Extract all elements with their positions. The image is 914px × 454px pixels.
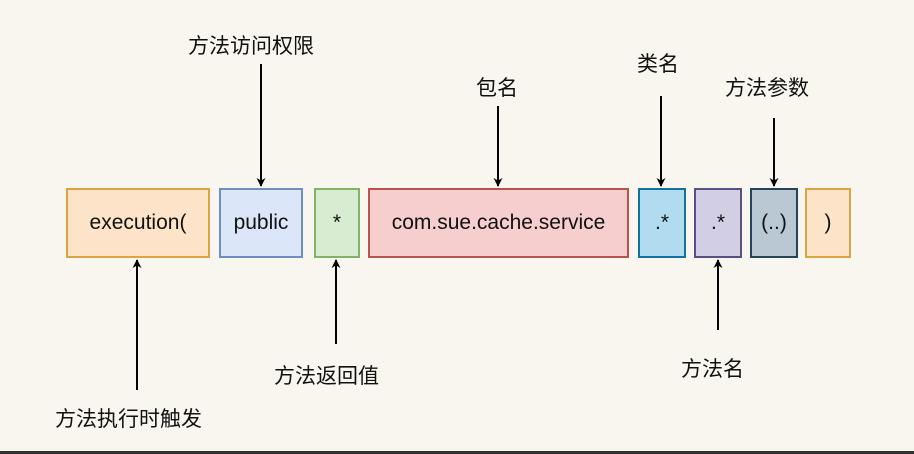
segment-package: com.sue.cache.service [368,188,629,258]
label-method-name: 方法名 [681,357,744,381]
label-execution-trigger: 方法执行时触发 [55,407,202,431]
segment-method-text: .* [710,211,725,234]
segment-execution-text: execution( [89,211,187,234]
segment-return-type-text: * [332,211,342,234]
label-package-name: 包名 [476,76,518,100]
label-access-modifier: 方法访问权限 [188,34,314,58]
segment-params-text: (..) [761,211,787,234]
label-method-params: 方法参数 [725,76,809,100]
segment-params: (..) [750,188,798,258]
label-return-value: 方法返回值 [274,364,379,388]
segment-close-paren: ) [805,188,851,258]
segment-class: .* [638,188,686,258]
segment-method: .* [694,188,742,258]
segment-return-type: * [314,188,360,258]
label-class-name: 类名 [637,52,679,76]
segment-access-modifier: public [219,188,303,258]
segment-close-paren-text: ) [824,211,832,234]
segment-execution: execution( [66,188,210,258]
segment-package-text: com.sue.cache.service [391,211,606,234]
segment-class-text: .* [654,211,669,234]
bottom-border [0,451,914,454]
segment-access-modifier-text: public [233,211,289,234]
